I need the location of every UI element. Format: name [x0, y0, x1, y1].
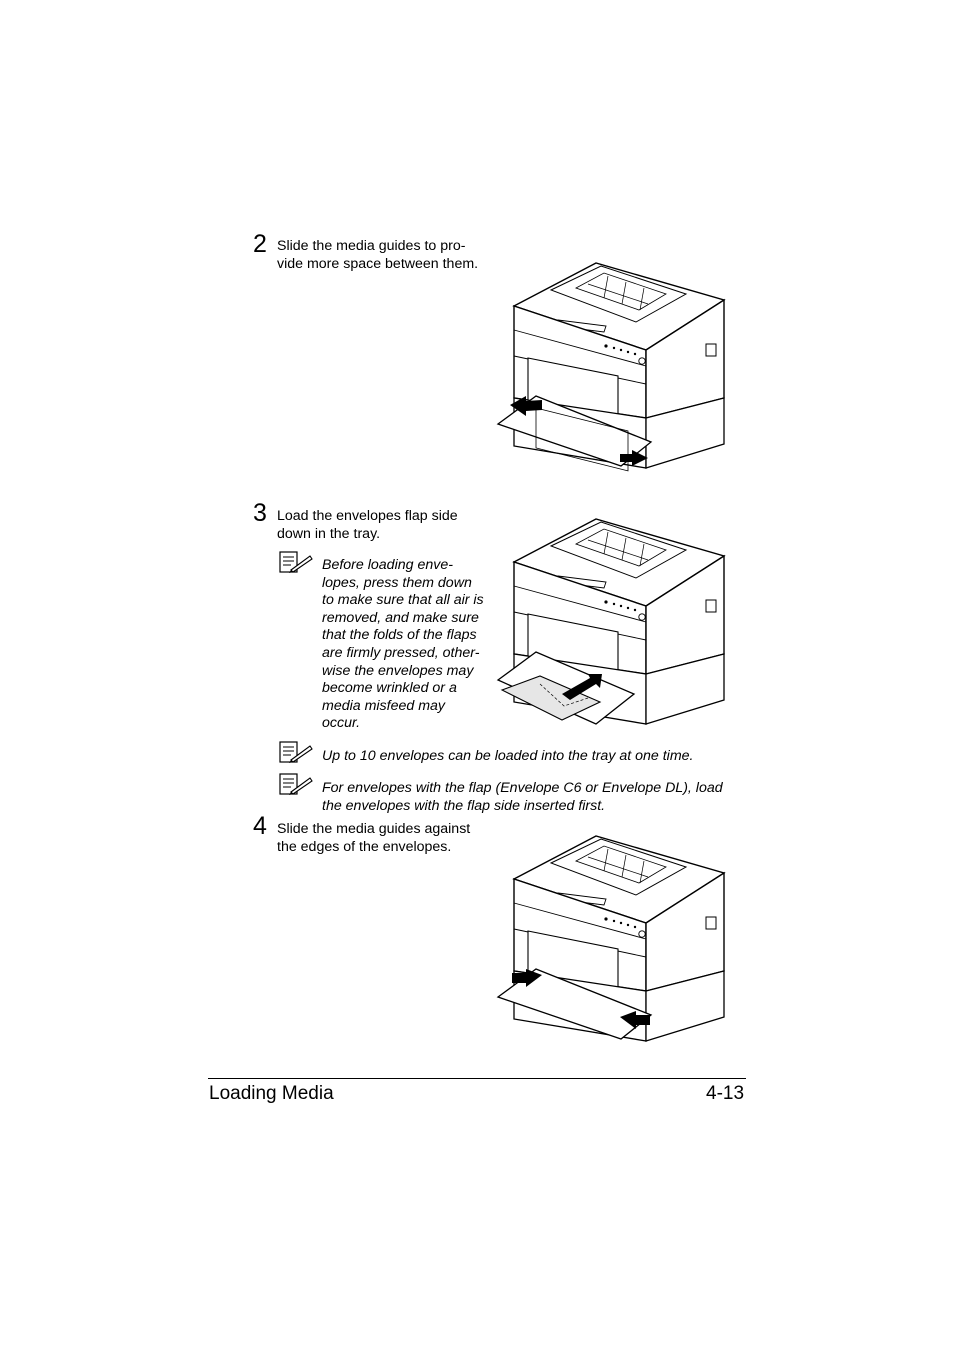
note-pencil-icon	[279, 741, 313, 763]
note-text: Up to 10 envelopes can be loaded into th…	[322, 748, 694, 764]
arrow-icon	[510, 396, 542, 416]
footer-rule	[208, 1078, 746, 1079]
step-instruction: Slide the media guides to pro- vide more…	[277, 238, 479, 272]
step-number: 4	[253, 812, 267, 840]
note-text: For envelopes with the flap (Envelope C6…	[322, 780, 723, 814]
step-instruction: Load the envelopes flap side down in the…	[277, 508, 458, 542]
printer-illustration	[496, 835, 725, 1042]
note-text: Before loading enve- lopes, press them d…	[322, 557, 484, 732]
step-number: 2	[253, 230, 267, 258]
step-number: 3	[253, 499, 267, 527]
step-instruction: Slide the media guides against the edges…	[277, 821, 471, 855]
arrow-icon	[512, 969, 542, 987]
envelope-icon	[500, 675, 602, 721]
arrow-icon	[620, 450, 648, 466]
printer-illustration	[496, 518, 725, 725]
arrow-icon	[562, 674, 602, 700]
note-pencil-icon	[279, 773, 313, 795]
printer-illustration	[496, 262, 725, 472]
arrow-icon	[620, 1011, 650, 1029]
footer-section-title: Loading Media	[209, 1083, 334, 1104]
page-number: 4-13	[706, 1083, 745, 1104]
note-pencil-icon	[279, 551, 313, 573]
